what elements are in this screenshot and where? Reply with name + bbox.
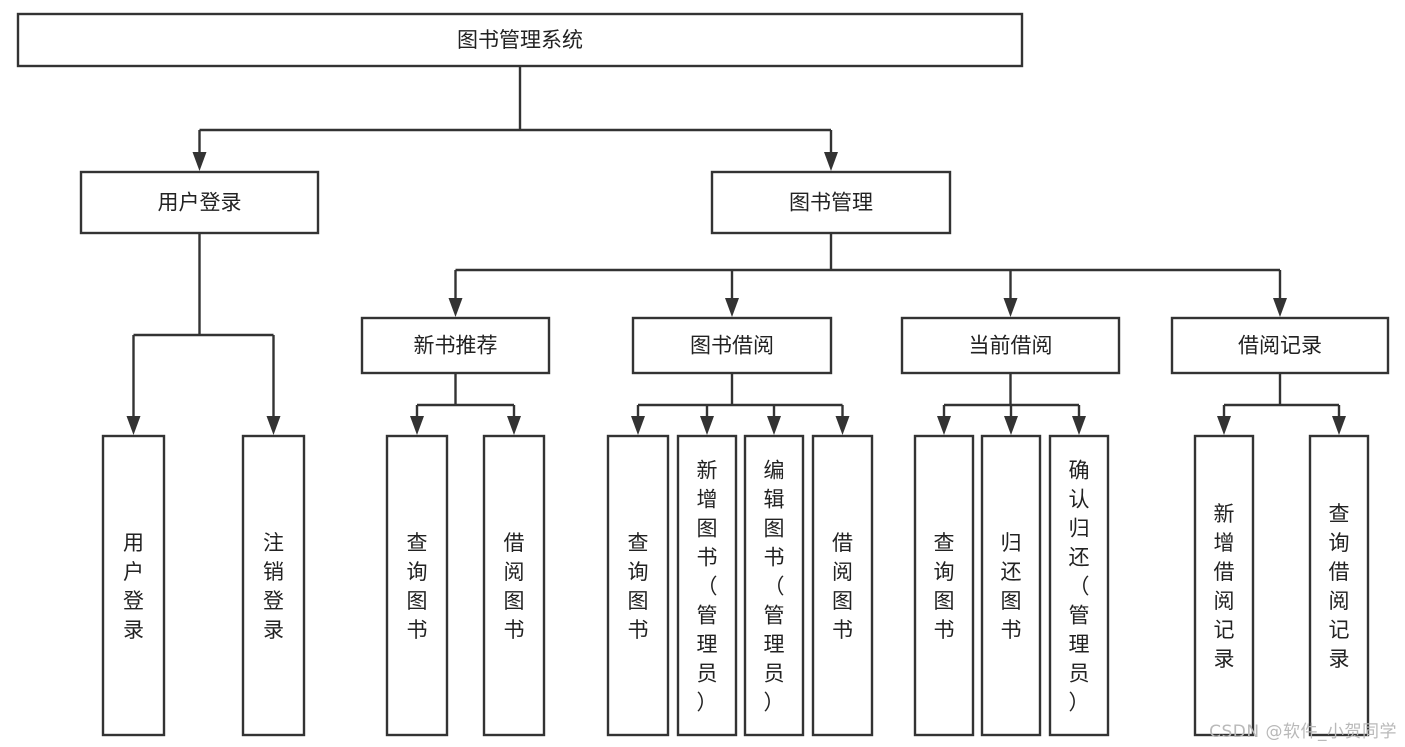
arrow-head-icon — [1004, 416, 1018, 435]
arrow-head-icon — [126, 416, 141, 435]
arrow-head-icon — [507, 416, 521, 435]
leaf-borrow_record-新增借阅记录-label: 新增借阅记录 — [1214, 502, 1235, 671]
leaf-user_login-用户登录-box[interactable] — [101, 434, 166, 737]
arrow-head-icon — [700, 416, 714, 435]
arrow-head-icon — [448, 298, 463, 317]
leaf-current_borrow-确认归还管理员-box[interactable] — [1048, 434, 1110, 737]
leaf-book_borrow-编辑图书管理员[interactable]: 编辑图书（管理员） — [743, 434, 805, 737]
leaf-new_book_recommend-借阅图书-label: 借阅图书 — [504, 531, 525, 642]
arrow-head-icon — [192, 152, 207, 171]
leaf-book_borrow-编辑图书管理员-label: 编辑图书（管理员） — [764, 459, 785, 715]
node-l3-当前借阅-label: 当前借阅 — [969, 334, 1053, 358]
leaf-book_borrow-新增图书管理员-box[interactable] — [676, 434, 738, 737]
node-l3-图书借阅[interactable]: 图书借阅 — [631, 316, 833, 375]
leaf-book_borrow-编辑图书管理员-box[interactable] — [743, 434, 805, 737]
node-l3-图书借阅-box[interactable] — [631, 316, 833, 375]
arrow-head-icon — [937, 416, 951, 435]
node-l2-图书管理[interactable]: 图书管理 — [710, 170, 952, 235]
node-l2-用户登录-box[interactable] — [79, 170, 320, 235]
leaf-current_borrow-归还图书-label: 归还图书 — [1001, 531, 1022, 642]
node-l3-新书推荐-box[interactable] — [360, 316, 551, 375]
leaf-new_book_recommend-借阅图书-box[interactable] — [482, 434, 546, 737]
leaf-book_borrow-查询图书[interactable]: 查询图书 — [606, 434, 670, 737]
leaf-new_book_recommend-查询图书[interactable]: 查询图书 — [385, 434, 449, 737]
leaf-new_book_recommend-借阅图书[interactable]: 借阅图书 — [482, 434, 546, 737]
leaf-user_login-用户登录-label: 用户登录 — [123, 531, 144, 642]
leaf-current_borrow-归还图书-box[interactable] — [980, 434, 1042, 737]
leaf-borrow_record-查询借阅记录-label: 查询借阅记录 — [1329, 502, 1350, 671]
node-l3-新书推荐-label: 新书推荐 — [414, 334, 498, 358]
arrow-head-icon — [1072, 416, 1086, 435]
arrow-head-icon — [266, 416, 281, 435]
arrow-head-icon — [410, 416, 424, 435]
leaf-borrow_record-查询借阅记录-box[interactable] — [1308, 434, 1370, 737]
node-layer: 图书管理系统用户登录图书管理新书推荐图书借阅当前借阅借阅记录用户登录注销登录查询… — [16, 12, 1390, 737]
node-l3-图书借阅-label: 图书借阅 — [690, 334, 774, 358]
leaf-borrow_record-新增借阅记录[interactable]: 新增借阅记录 — [1193, 434, 1255, 737]
arrow-head-icon — [1217, 416, 1231, 435]
leaf-book_borrow-新增图书管理员[interactable]: 新增图书（管理员） — [676, 434, 738, 737]
node-l3-当前借阅[interactable]: 当前借阅 — [900, 316, 1121, 375]
leaf-new_book_recommend-查询图书-label: 查询图书 — [407, 531, 428, 642]
connector-layer — [126, 66, 1346, 435]
node-l3-借阅记录[interactable]: 借阅记录 — [1170, 316, 1390, 375]
leaf-book_borrow-查询图书-box[interactable] — [606, 434, 670, 737]
leaf-current_borrow-查询图书-label: 查询图书 — [934, 531, 955, 642]
leaf-current_borrow-确认归还管理员-label: 确认归还（管理员） — [1069, 459, 1090, 715]
leaf-book_borrow-借阅图书-box[interactable] — [811, 434, 874, 737]
node-l3-当前借阅-box[interactable] — [900, 316, 1121, 375]
arrow-head-icon — [725, 298, 739, 317]
arrow-head-icon — [1332, 416, 1346, 435]
node-root-图书管理系统[interactable]: 图书管理系统 — [16, 12, 1024, 68]
node-l2-图书管理-box[interactable] — [710, 170, 952, 235]
arrow-head-icon — [1273, 298, 1287, 317]
leaf-current_borrow-确认归还管理员[interactable]: 确认归还（管理员） — [1048, 434, 1110, 737]
leaf-current_borrow-查询图书[interactable]: 查询图书 — [913, 434, 975, 737]
leaf-current_borrow-归还图书[interactable]: 归还图书 — [980, 434, 1042, 737]
node-l2-用户登录[interactable]: 用户登录 — [79, 170, 320, 235]
arrow-head-icon — [631, 416, 645, 435]
leaf-book_borrow-借阅图书[interactable]: 借阅图书 — [811, 434, 874, 737]
leaf-user_login-注销登录-label: 注销登录 — [263, 531, 284, 642]
arrow-head-icon — [767, 416, 781, 435]
node-l3-新书推荐[interactable]: 新书推荐 — [360, 316, 551, 375]
node-l3-借阅记录-label: 借阅记录 — [1238, 334, 1322, 358]
node-l2-用户登录-label: 用户登录 — [158, 191, 242, 215]
csdn-watermark: CSDN @软件_小贺同学 — [1209, 722, 1397, 742]
leaf-user_login-用户登录[interactable]: 用户登录 — [101, 434, 166, 737]
leaf-user_login-注销登录[interactable]: 注销登录 — [241, 434, 306, 737]
node-l2-图书管理-label: 图书管理 — [789, 191, 873, 215]
leaf-borrow_record-查询借阅记录[interactable]: 查询借阅记录 — [1308, 434, 1370, 737]
arrow-head-icon — [835, 416, 850, 435]
leaf-user_login-注销登录-box[interactable] — [241, 434, 306, 737]
leaf-book_borrow-新增图书管理员-label: 新增图书（管理员） — [697, 459, 718, 715]
node-root-图书管理系统-label: 图书管理系统 — [457, 28, 583, 52]
leaf-new_book_recommend-查询图书-box[interactable] — [385, 434, 449, 737]
leaf-book_borrow-借阅图书-label: 借阅图书 — [832, 531, 853, 642]
arrow-head-icon — [1003, 298, 1018, 317]
arrow-head-icon — [824, 152, 838, 171]
leaf-book_borrow-查询图书-label: 查询图书 — [628, 531, 649, 642]
node-l3-借阅记录-box[interactable] — [1170, 316, 1390, 375]
node-root-图书管理系统-box[interactable] — [16, 12, 1024, 68]
leaf-borrow_record-新增借阅记录-box[interactable] — [1193, 434, 1255, 737]
leaf-current_borrow-查询图书-box[interactable] — [913, 434, 975, 737]
